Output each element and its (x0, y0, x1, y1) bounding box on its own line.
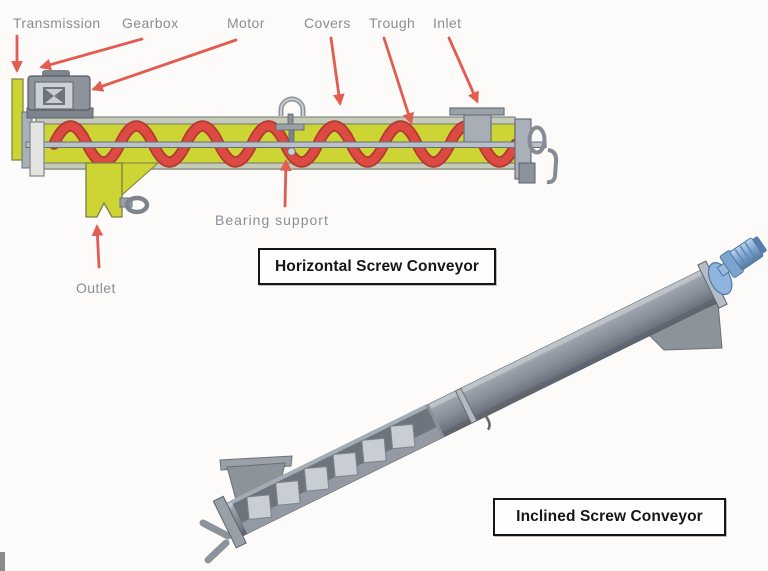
label-trough: Trough (369, 15, 416, 31)
label-transmission: Transmission (13, 15, 101, 31)
horizontal-conveyor-illustration (11, 70, 559, 218)
label-covers: Covers (304, 15, 351, 31)
outlet-chute (85, 162, 160, 218)
covers-arrow (329, 36, 345, 106)
annotation-arrows (11, 34, 479, 269)
caption-inclined-screw-conveyor: Inclined Screw Conveyor (493, 498, 726, 536)
shackle-hook (124, 195, 150, 215)
label-inlet: Inlet (433, 15, 462, 31)
label-gearbox: Gearbox (122, 15, 179, 31)
label-bearing-support: Bearing support (215, 212, 329, 228)
screw-shaft (25, 141, 547, 148)
support-feet (199, 519, 232, 564)
tube-hook-detail (484, 415, 491, 431)
label-outlet: Outlet (76, 280, 116, 296)
motor-end-cap (753, 236, 767, 254)
left-end-cap (29, 121, 45, 177)
scan-artifact (0, 552, 5, 571)
inclined-conveyor-illustration (199, 236, 767, 564)
bearing-support-arrow (279, 159, 292, 208)
screw-flights (246, 423, 416, 520)
outlet-arrow (91, 224, 104, 269)
end-bearing-assembly (514, 118, 559, 185)
drive-motor (716, 236, 767, 278)
hanger-bearing (275, 113, 305, 156)
label-motor: Motor (227, 15, 265, 31)
gearbox-arrow (39, 37, 144, 71)
conveyor-tube (212, 236, 767, 549)
end-hook (527, 125, 547, 155)
tube-joint-ring (454, 387, 478, 424)
open-trough-section (230, 404, 445, 534)
caption-horizontal-screw-conveyor: Horizontal Screw Conveyor (258, 248, 496, 285)
inlet-arrow (447, 36, 479, 104)
lower-end-plate (212, 495, 247, 549)
trough-arrow (382, 36, 414, 125)
inlet-spout (449, 107, 505, 147)
lifting-handle-highlight (280, 98, 304, 116)
end-hook-small (546, 148, 559, 185)
motor-arrow (91, 38, 238, 92)
motor-gearbox-unit (26, 70, 94, 119)
transmission-plate (11, 78, 24, 161)
